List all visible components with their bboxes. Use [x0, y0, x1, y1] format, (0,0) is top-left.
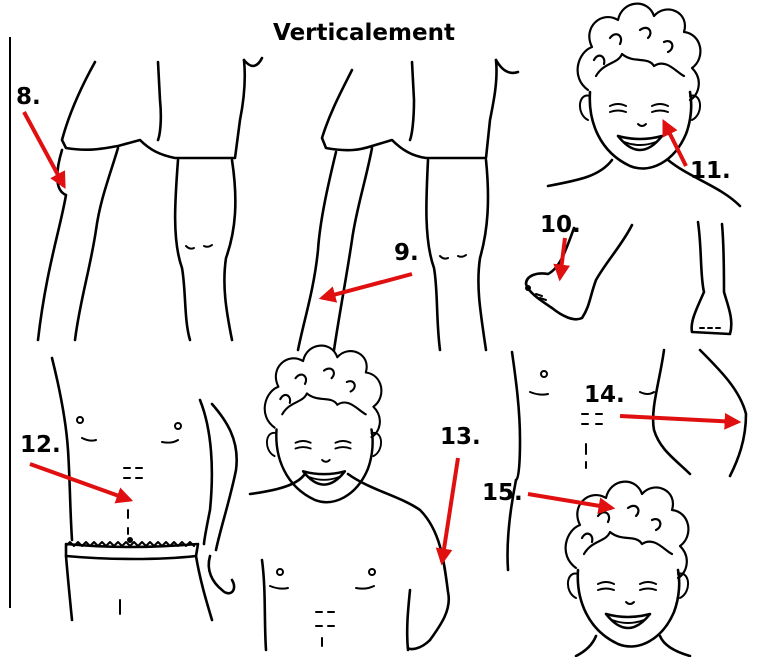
svg-text:9.: 9. — [394, 240, 419, 266]
svg-text:8.: 8. — [16, 84, 41, 110]
label-13: 13. — [440, 424, 481, 450]
svg-text:12.: 12. — [20, 432, 61, 458]
arrow-12 — [30, 464, 130, 500]
page-title: Verticalement — [273, 20, 455, 46]
arrow-10 — [560, 238, 565, 278]
illustration-torso-12 — [52, 358, 237, 620]
illustration-legs-9 — [298, 60, 518, 350]
arrow-13 — [442, 458, 458, 562]
illustration-foot-10 — [525, 222, 731, 334]
illustration-torso-13 — [250, 472, 449, 650]
illustration-body-13 — [265, 346, 382, 503]
label-12: 12. — [20, 432, 61, 458]
label-14: 14. — [584, 382, 625, 408]
illustration-face-11 — [578, 4, 701, 169]
arrow-14 — [620, 416, 738, 422]
svg-text:10.: 10. — [540, 212, 581, 238]
label-11: 11. — [690, 158, 731, 184]
label-10: 10. — [540, 212, 581, 238]
svg-text:14.: 14. — [584, 382, 625, 408]
arrow-9 — [322, 274, 412, 298]
label-8: 8. — [16, 84, 41, 110]
label-9: 9. — [394, 240, 419, 266]
arrow-8 — [24, 112, 64, 186]
svg-text:11.: 11. — [690, 158, 731, 184]
illustration-face-15 — [566, 482, 689, 647]
svg-text:13.: 13. — [440, 424, 481, 450]
illustration-legs-8 — [38, 58, 262, 340]
svg-text:15.: 15. — [482, 480, 523, 506]
label-15: 15. — [482, 480, 523, 506]
